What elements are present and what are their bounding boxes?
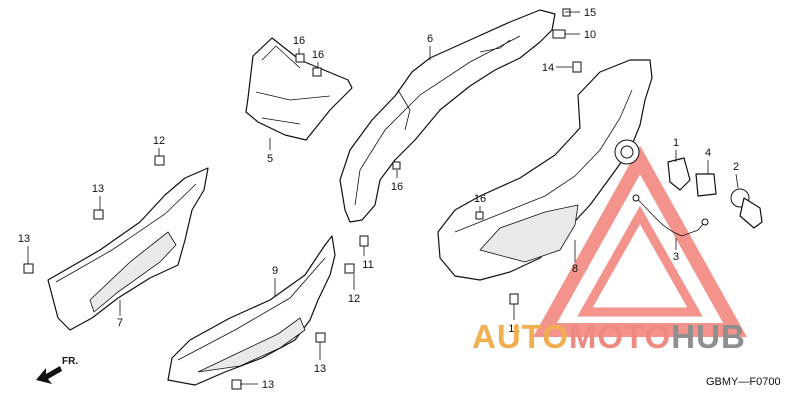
- label-11-b: 11: [508, 323, 519, 335]
- bolt-13-d: [231, 379, 242, 390]
- clip-16-a: [295, 53, 305, 63]
- watermark-text: AUTOMOTOHUB: [472, 318, 746, 355]
- bolt-14: [572, 61, 582, 73]
- bolt-13-c: [315, 332, 326, 343]
- label-4: 4: [705, 147, 711, 159]
- diagram-code: GBMY—F0700: [706, 376, 781, 388]
- clip-16-c: [392, 161, 401, 170]
- part-6-center-cover: [339, 9, 556, 223]
- label-12-b: 12: [348, 293, 360, 305]
- part-4-holder: [695, 173, 717, 197]
- bolt-13-a: [93, 209, 104, 220]
- label-16-a: 16: [293, 35, 305, 47]
- label-16-c: 16: [391, 181, 403, 193]
- label-5: 5: [267, 153, 273, 165]
- part-7-side-cover: [47, 167, 209, 331]
- label-13-b: 13: [18, 233, 30, 245]
- label-13-c: 13: [314, 363, 326, 375]
- watermark-part-1: AUTO: [472, 318, 569, 355]
- part-9-lower-cover: [167, 235, 336, 386]
- label-9: 9: [272, 265, 278, 277]
- label-15: 15: [584, 7, 596, 19]
- part-3-cable: [632, 194, 709, 237]
- leader-lines: [27, 11, 739, 385]
- direction-label: FR.: [62, 356, 78, 367]
- nut-11-a: [359, 235, 369, 247]
- label-14: 14: [542, 62, 554, 74]
- label-3: 3: [673, 251, 679, 263]
- clip-16-d: [475, 211, 484, 220]
- watermark-part-2: MOTO: [569, 318, 671, 355]
- label-7: 7: [117, 317, 123, 329]
- front-direction-arrow-icon: FR.: [36, 356, 78, 384]
- nut-10: [552, 29, 566, 39]
- fasteners: [23, 8, 582, 390]
- screw-15: [562, 8, 571, 17]
- label-8: 8: [572, 263, 578, 275]
- label-1: 1: [673, 137, 679, 149]
- label-16-d: 16: [474, 193, 486, 205]
- part-1-bracket: [667, 157, 691, 191]
- bolt-13-b: [23, 263, 34, 274]
- label-13-d: 13: [262, 379, 274, 391]
- label-13-a: 13: [92, 183, 104, 195]
- label-10: 10: [584, 29, 596, 41]
- label-16-b: 16: [312, 49, 324, 61]
- nut-11-b: [509, 293, 519, 305]
- label-2: 2: [733, 161, 739, 173]
- watermark-part-3: HUB: [671, 318, 746, 355]
- watermark-triangle-icon: [533, 145, 747, 337]
- part-8-rear-cover: [437, 59, 653, 281]
- part-2-key-lock: [730, 188, 763, 229]
- part-labels: 1 2 3 4 5 6 7 8 9 10 11 11 12 12 13 13 1…: [18, 7, 739, 391]
- clip-16-b: [312, 67, 322, 77]
- label-11-a: 11: [362, 259, 373, 271]
- part-5-cover: [245, 37, 353, 141]
- label-12-a: 12: [153, 135, 165, 147]
- bolt-12-a: [154, 155, 165, 166]
- bolt-12-b: [344, 263, 355, 274]
- label-6: 6: [427, 33, 433, 45]
